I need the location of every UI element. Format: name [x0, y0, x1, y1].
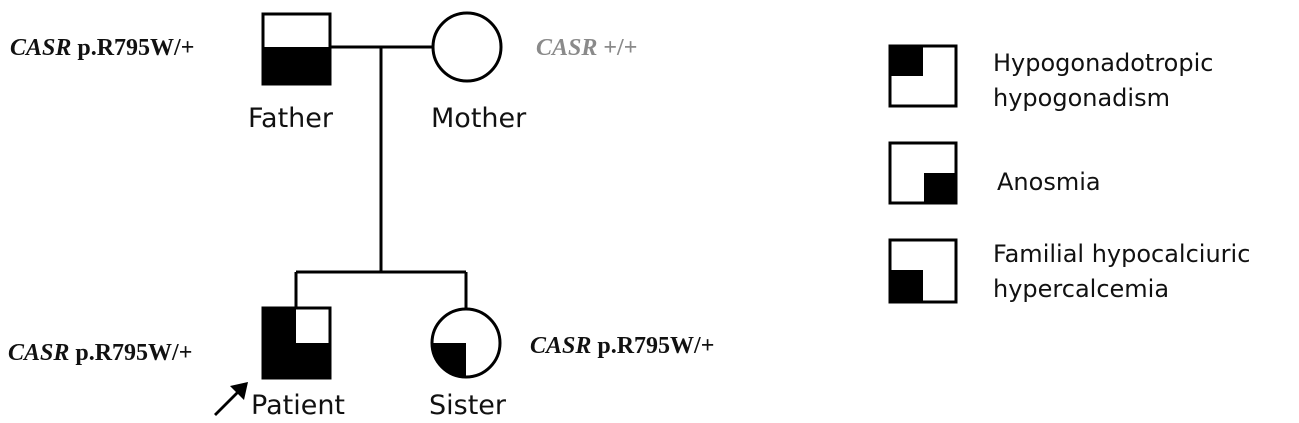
mother-genotype-gene: CASR: [536, 35, 597, 61]
legend-label-fhh-line2: hypercalcemia: [993, 275, 1169, 303]
sister-circle: [430, 307, 502, 379]
sister-fill: [432, 343, 466, 377]
father-symbol: [261, 12, 332, 86]
patient-symbol: [261, 306, 332, 380]
mother-circle: [431, 11, 503, 83]
patient-genotype-variant: p.R795W/+: [69, 340, 192, 366]
legend-symbol-anosmia: [888, 141, 958, 205]
sister-genotype-gene: CASR: [530, 333, 591, 359]
father-genotype: CASR p.R795W/+: [10, 35, 194, 61]
legend-symbol-fhh: [888, 238, 958, 304]
father-genotype-gene: CASR: [10, 35, 71, 61]
legend-symbol-hypogonadism: [888, 44, 958, 108]
mother-label: Mother: [431, 103, 527, 134]
father-fill: [263, 47, 330, 84]
patient-unfilled-quadrant: [296, 309, 329, 343]
mother-genotype-variant: +/+: [597, 35, 637, 61]
sister-symbol: [430, 307, 502, 379]
sister-genotype: CASR p.R795W/+: [530, 333, 714, 359]
arrow-icon: [214, 382, 248, 416]
legend-label-fhh-line1: Familial hypocalciuric: [993, 240, 1250, 268]
sister-label: Sister: [429, 390, 507, 421]
sister-genotype-variant: p.R795W/+: [591, 333, 714, 359]
legend: Hypogonadotropic hypogonadism Anosmia Fa…: [888, 44, 1250, 304]
father-square: [261, 12, 332, 86]
mother-genotype: CASR +/+: [536, 35, 637, 61]
legend-label-anosmia: Anosmia: [997, 168, 1101, 196]
father-label: Father: [248, 103, 334, 134]
patient-label: Patient: [251, 390, 345, 421]
patient-square: [261, 306, 332, 380]
patient-genotype-gene: CASR: [8, 340, 69, 366]
legend-label-hypogonadism-line1: Hypogonadotropic: [993, 49, 1213, 77]
father-genotype-variant: p.R795W/+: [71, 35, 194, 61]
legend-label-hypogonadism-line2: hypogonadism: [993, 84, 1170, 112]
patient-genotype: CASR p.R795W/+: [8, 340, 192, 366]
